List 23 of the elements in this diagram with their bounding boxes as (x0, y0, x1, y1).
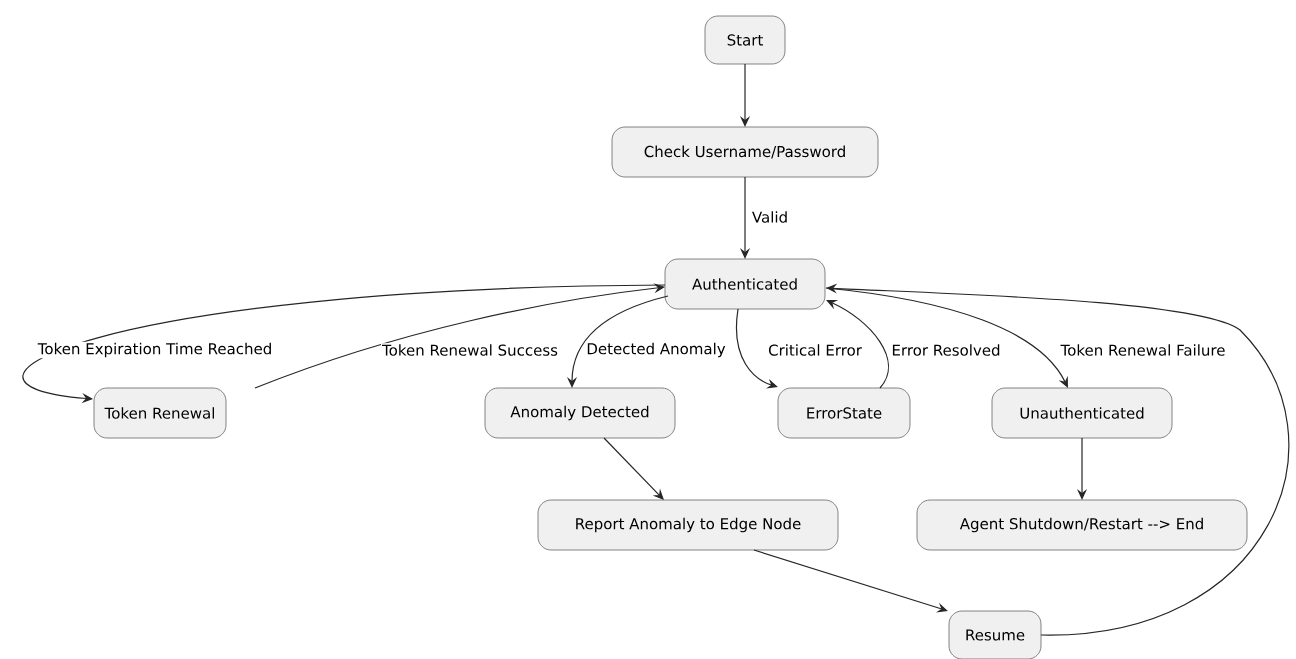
arrow (825, 287, 1068, 388)
state-box: Anomaly Detected (484, 387, 676, 439)
state-box: ErrorState (777, 387, 911, 439)
edge-label: Error Resolved (890, 343, 1002, 357)
edge-label: Detected Anomaly (585, 341, 727, 359)
state-box: Unauthenticated (991, 387, 1173, 439)
arrow (735, 308, 778, 389)
state-box: Start (704, 15, 786, 65)
arrow (826, 300, 889, 389)
state-box: Resume (948, 610, 1042, 659)
state-box: Authenticated (664, 258, 826, 310)
edge-label: Valid (750, 210, 790, 224)
edge-label: Token Renewal Success (381, 343, 559, 357)
arrow (603, 437, 664, 500)
edge-label: Token Expiration Time Reached (36, 341, 274, 359)
arrow (753, 549, 948, 613)
state-box: Agent Shutdown/Restart --> End (916, 499, 1248, 551)
state-box: Check Username/Password (611, 126, 879, 178)
state-box: Report Anomaly to Edge Node (537, 499, 839, 551)
state-box: Token Renewal (93, 387, 227, 439)
edge-label: Token Renewal Failure (1059, 343, 1227, 357)
edge-label: Critical Error (767, 343, 863, 357)
arrow (254, 283, 665, 389)
